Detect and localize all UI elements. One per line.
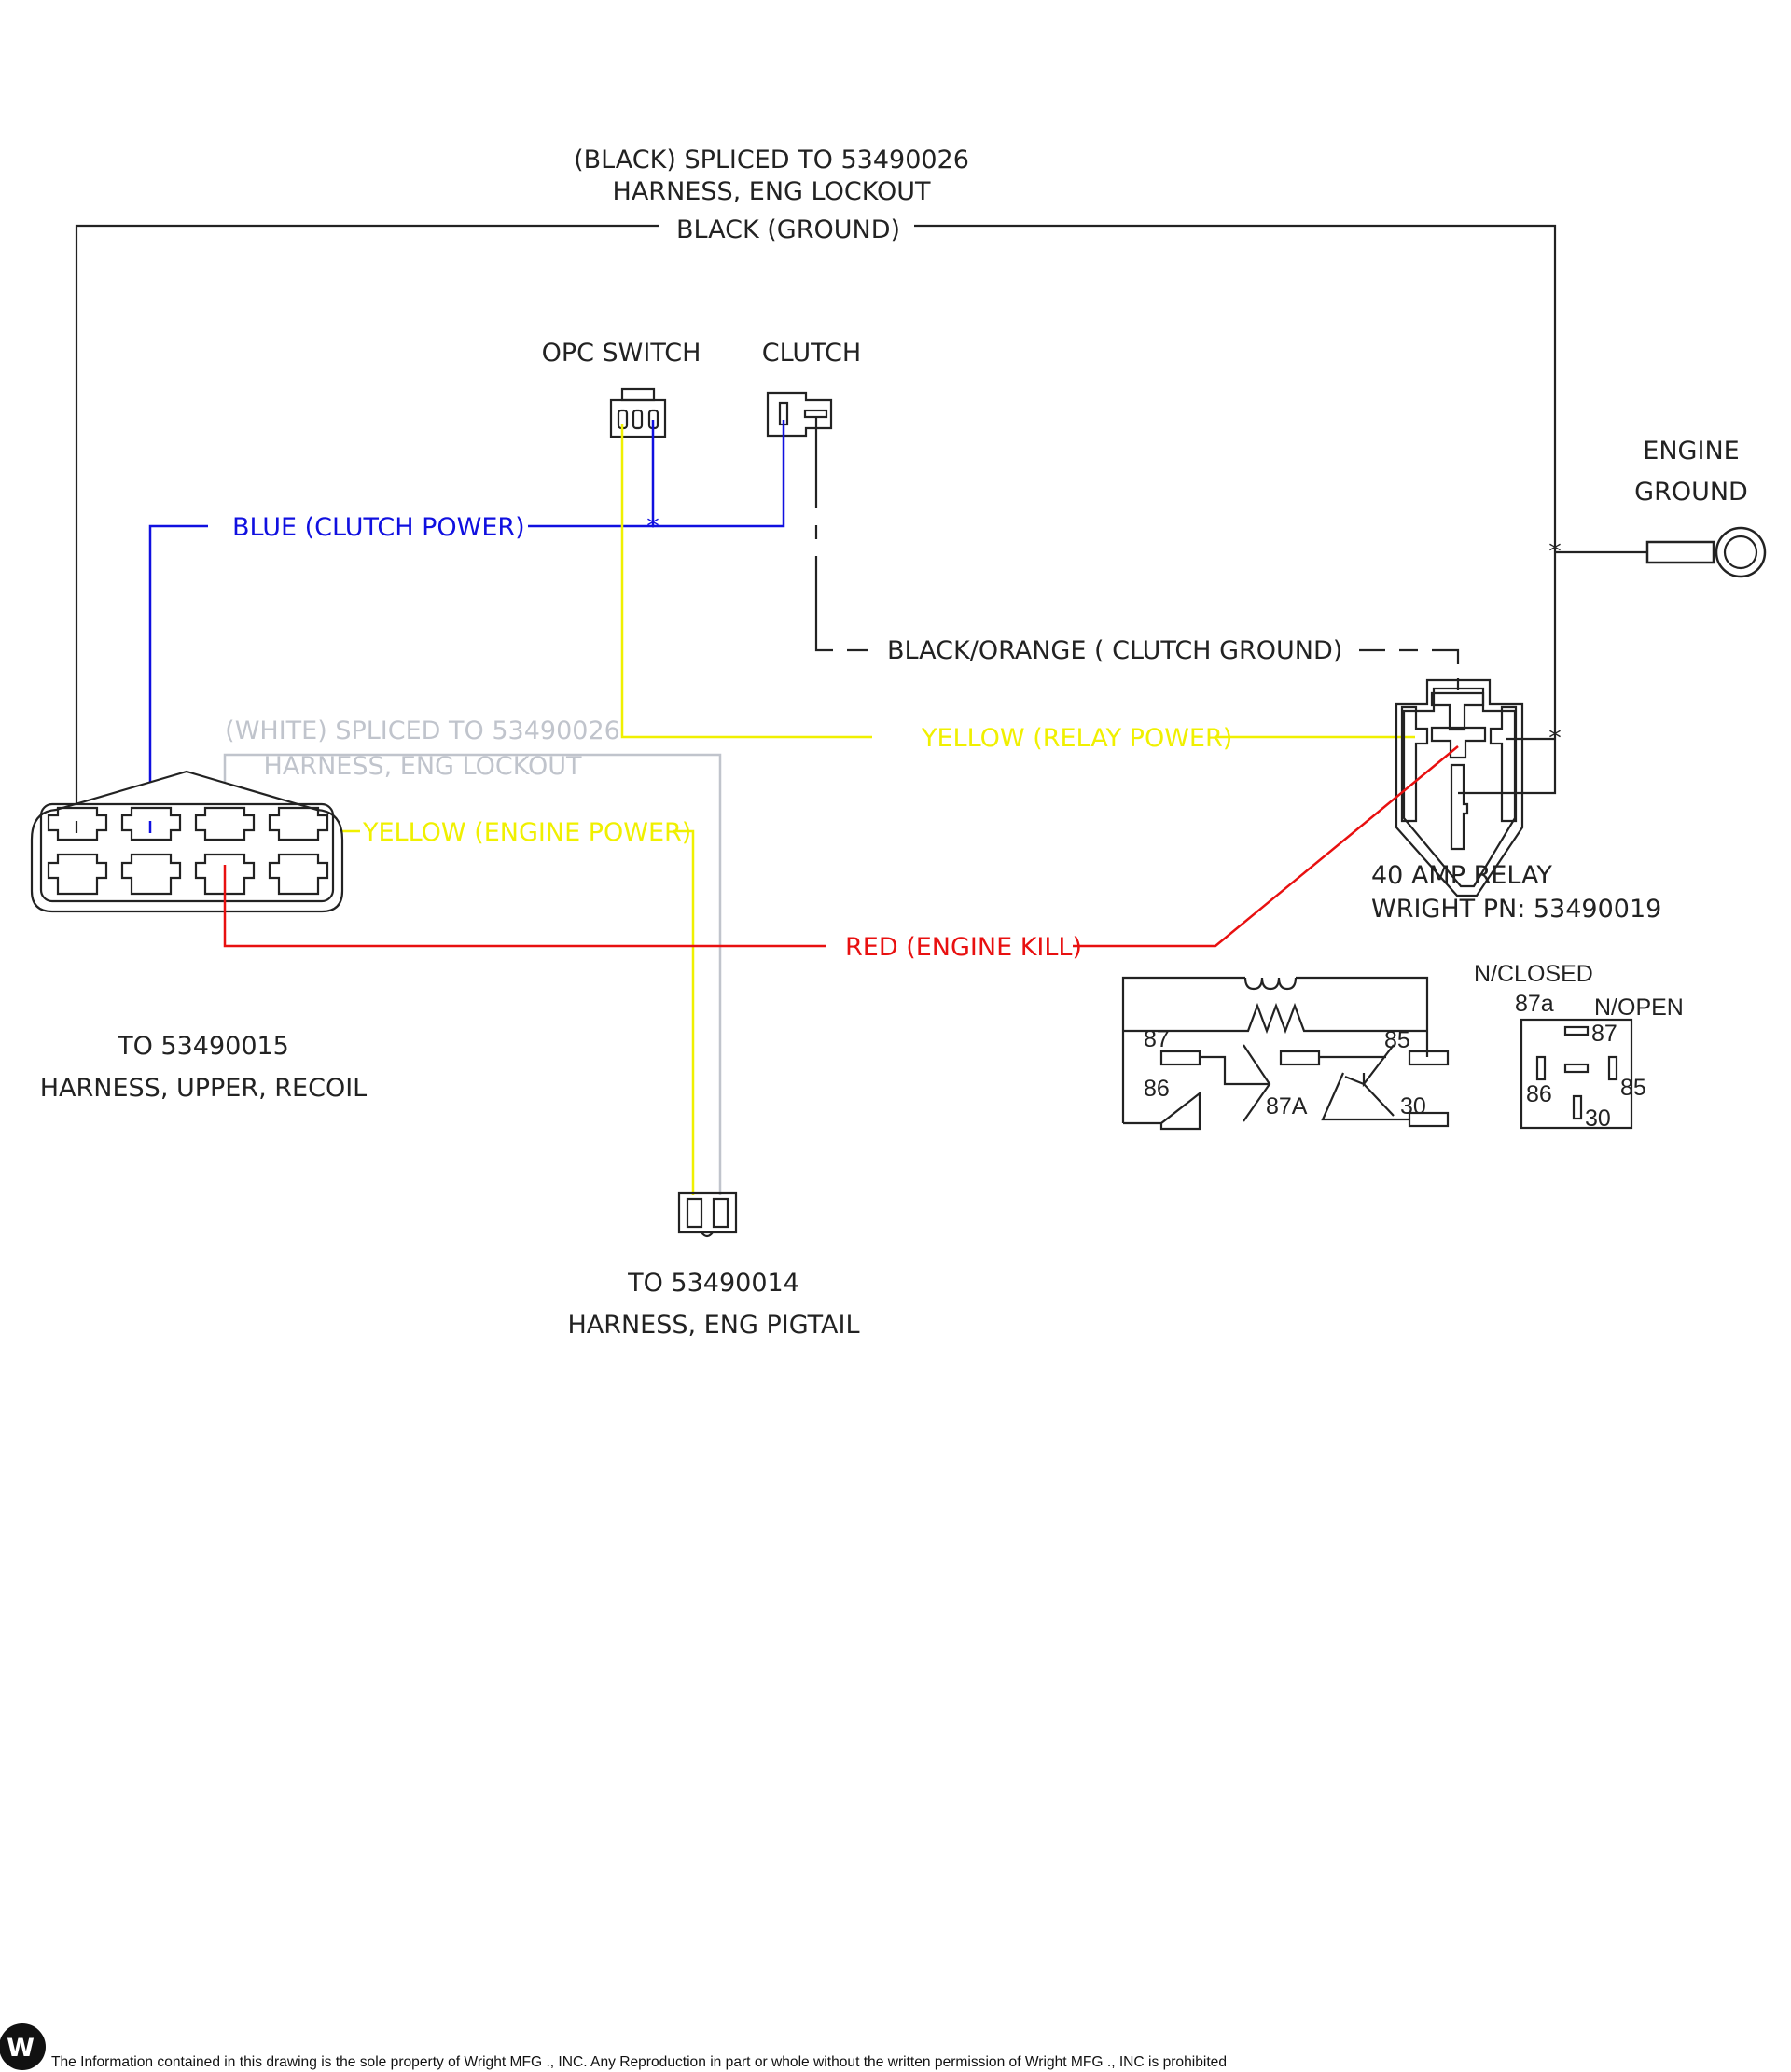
engine-ground-label: ENGINE — [1643, 437, 1739, 466]
black-orange-clutch-ground-wire — [814, 417, 1460, 690]
engine-ground-label-2: GROUND — [1634, 478, 1748, 507]
pinout-86: 86 — [1526, 1081, 1552, 1107]
pinout-n-closed: N/CLOSED — [1474, 961, 1593, 987]
clutch-label: CLUTCH — [762, 339, 861, 368]
yellow-relay-power-label: YELLOW (RELAY POWER) — [921, 724, 1232, 753]
relay-pn-label: WRIGHT PN: 53490019 — [1371, 895, 1661, 924]
yellow-engine-power-wire — [296, 829, 695, 1195]
upper-harness-connector — [30, 770, 344, 913]
red-engine-kill-label: RED (ENGINE KILL) — [845, 933, 1082, 962]
engine-ground-terminal — [1645, 526, 1767, 578]
white-splice-label: (WHITE) SPLICED TO 53490026 — [225, 716, 620, 745]
junction-blue: * — [646, 512, 659, 541]
clutch-connector — [766, 391, 833, 438]
red-engine-kill-wire — [223, 745, 1459, 948]
schematic-pin-85: 85 — [1384, 1027, 1410, 1053]
yellow-engine-power-label: YELLOW (ENGINE POWER) — [362, 818, 691, 847]
schematic-pin-86: 86 — [1144, 1076, 1170, 1102]
white-splice-label-2: HARNESS, ENG LOCKOUT — [264, 752, 582, 781]
footer-notice: The Information contained in this drawin… — [51, 2054, 1227, 2070]
pinout-87a: 87a — [1515, 991, 1554, 1017]
wright-logo: W — [0, 2023, 46, 2070]
schematic-pin-87a: 87A — [1266, 1093, 1308, 1119]
blue-clutch-power-wire — [148, 420, 785, 830]
pinout-n-open: N/OPEN — [1594, 994, 1684, 1021]
pigtail-label: TO 53490014 — [627, 1269, 799, 1298]
black-splice-label: (BLACK) SPLICED TO 53490026 — [574, 146, 969, 174]
opc-switch-label: OPC SWITCH — [542, 339, 701, 368]
pigtail-connector — [677, 1191, 738, 1238]
svg-text:*: * — [1548, 724, 1562, 753]
schematic-pin-30: 30 — [1400, 1093, 1426, 1119]
black-ground-wire: * * — [75, 224, 1647, 830]
opc-switch-connector — [609, 387, 667, 438]
upper-harness-label: TO 53490015 — [117, 1032, 289, 1061]
relay-schematic — [1121, 976, 1450, 1131]
blue-clutch-power-label: BLUE (CLUTCH POWER) — [232, 513, 525, 542]
svg-text:W: W — [7, 2034, 35, 2063]
relay-pinout — [1520, 1018, 1633, 1130]
pinout-87: 87 — [1591, 1021, 1617, 1047]
black-orange-label: BLACK/ORANGE ( CLUTCH GROUND) — [887, 636, 1342, 665]
black-splice-label-2: HARNESS, ENG LOCKOUT — [613, 177, 931, 206]
pigtail-label-2: HARNESS, ENG PIGTAIL — [567, 1311, 859, 1340]
relay-socket — [1395, 678, 1524, 897]
upper-harness-label-2: HARNESS, UPPER, RECOIL — [40, 1074, 367, 1103]
pinout-85: 85 — [1620, 1075, 1646, 1101]
relay-label: 40 AMP RELAY — [1371, 861, 1552, 890]
black-ground-label: BLACK (GROUND) — [676, 216, 900, 244]
svg-text:*: * — [1548, 537, 1562, 566]
white-splice-wire — [223, 753, 722, 1195]
pinout-30: 30 — [1585, 1106, 1611, 1132]
yellow-relay-power-wire — [620, 424, 1415, 739]
schematic-pin-87: 87 — [1144, 1026, 1170, 1052]
